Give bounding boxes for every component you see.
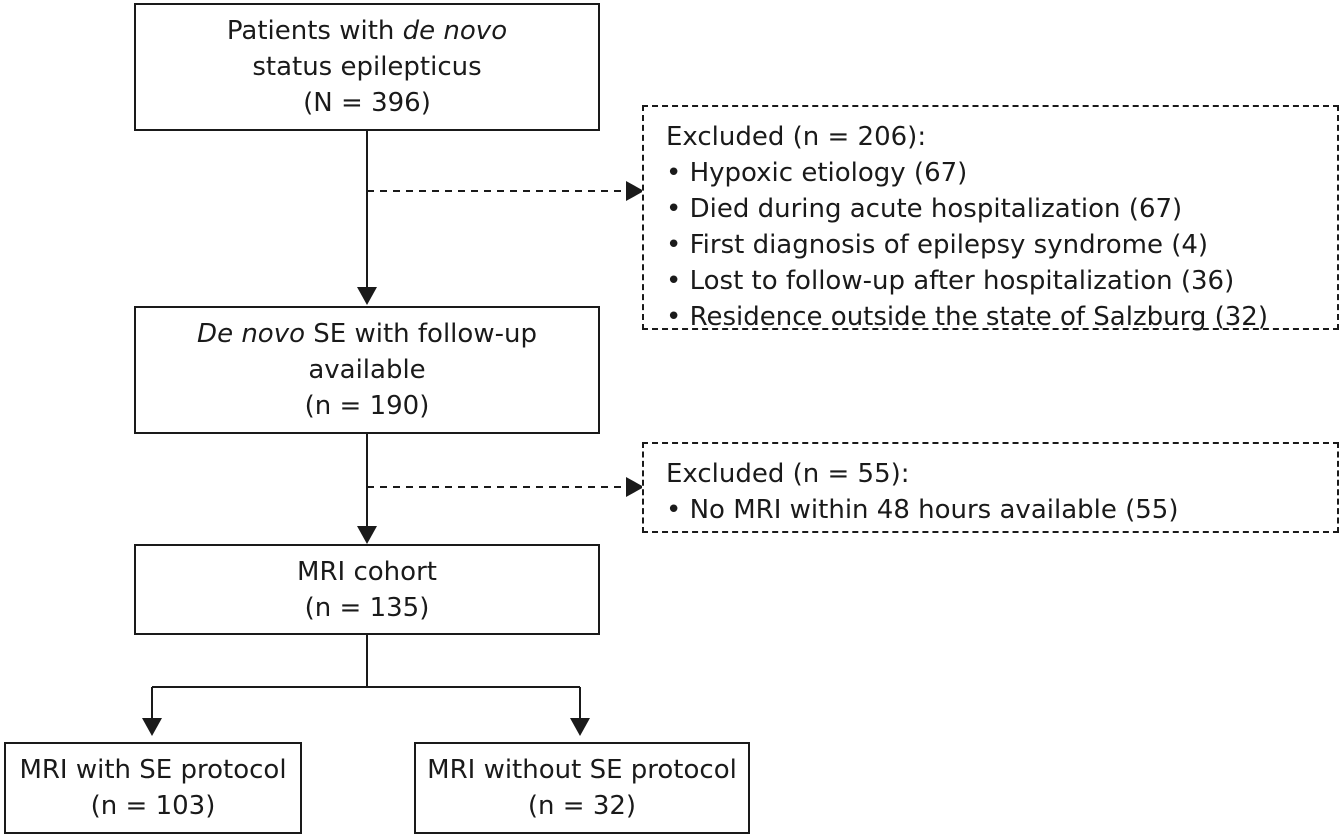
exclusion-2-item: • No MRI within 48 hours available (55)	[666, 495, 1179, 525]
box-followup-available: De novo SE with follow-up available (n =…	[134, 306, 600, 434]
exclusion-1-item: • Residence outside the state of Salzbur…	[666, 302, 1268, 332]
exclusion-2-title: Excluded (n = 55):	[666, 459, 910, 489]
box-patients-line1: Patients with de novo	[226, 16, 508, 46]
exclusion-1-item: • Hypoxic etiology (67)	[666, 158, 968, 188]
exclusion-1-item: • Lost to follow-up after hospitalizatio…	[666, 266, 1235, 296]
box-patients-count: (N = 396)	[303, 88, 431, 118]
box-exclusion-1: Excluded (n = 206): • Hypoxic etiology (…	[642, 105, 1339, 332]
arrowhead-followup	[357, 287, 377, 305]
box-mri-without-title: MRI without SE protocol	[427, 755, 737, 785]
box-mri-with-title: MRI with SE protocol	[19, 755, 287, 785]
box-followup-line1: De novo SE with follow-up	[197, 319, 537, 349]
box-mri-cohort: MRI cohort (n = 135)	[134, 544, 600, 635]
arrowhead-exclusion-2	[626, 477, 644, 497]
box-patients-de-novo: Patients with de novo status epilepticus…	[134, 3, 600, 131]
box-exclusion-2: Excluded (n = 55): • No MRI within 48 ho…	[642, 442, 1339, 533]
box-mri-with-se-protocol: MRI with SE protocol (n = 103)	[4, 742, 302, 834]
arrowhead-mri-with-protocol	[142, 718, 162, 736]
box-mri-with-count: (n = 103)	[90, 791, 216, 821]
exclusion-1-item: • First diagnosis of epilepsy syndrome (…	[666, 230, 1209, 260]
box-followup-count: (n = 190)	[304, 391, 430, 421]
box-mri-without-count: (n = 32)	[527, 791, 637, 821]
box-patients-line2: status epilepticus	[252, 52, 482, 82]
arrowhead-mri-without-protocol	[570, 718, 590, 736]
exclusion-1-item: • Died during acute hospitalization (67)	[666, 194, 1183, 224]
box-mri-cohort-count: (n = 135)	[304, 592, 430, 623]
box-followup-line2: available	[308, 355, 426, 385]
box-mri-cohort-title: MRI cohort	[297, 556, 437, 587]
arrowhead-mri-cohort	[357, 526, 377, 544]
box-mri-without-se-protocol: MRI without SE protocol (n = 32)	[414, 742, 750, 834]
arrowhead-exclusion-1	[626, 181, 644, 201]
exclusion-1-title: Excluded (n = 206):	[666, 122, 927, 152]
